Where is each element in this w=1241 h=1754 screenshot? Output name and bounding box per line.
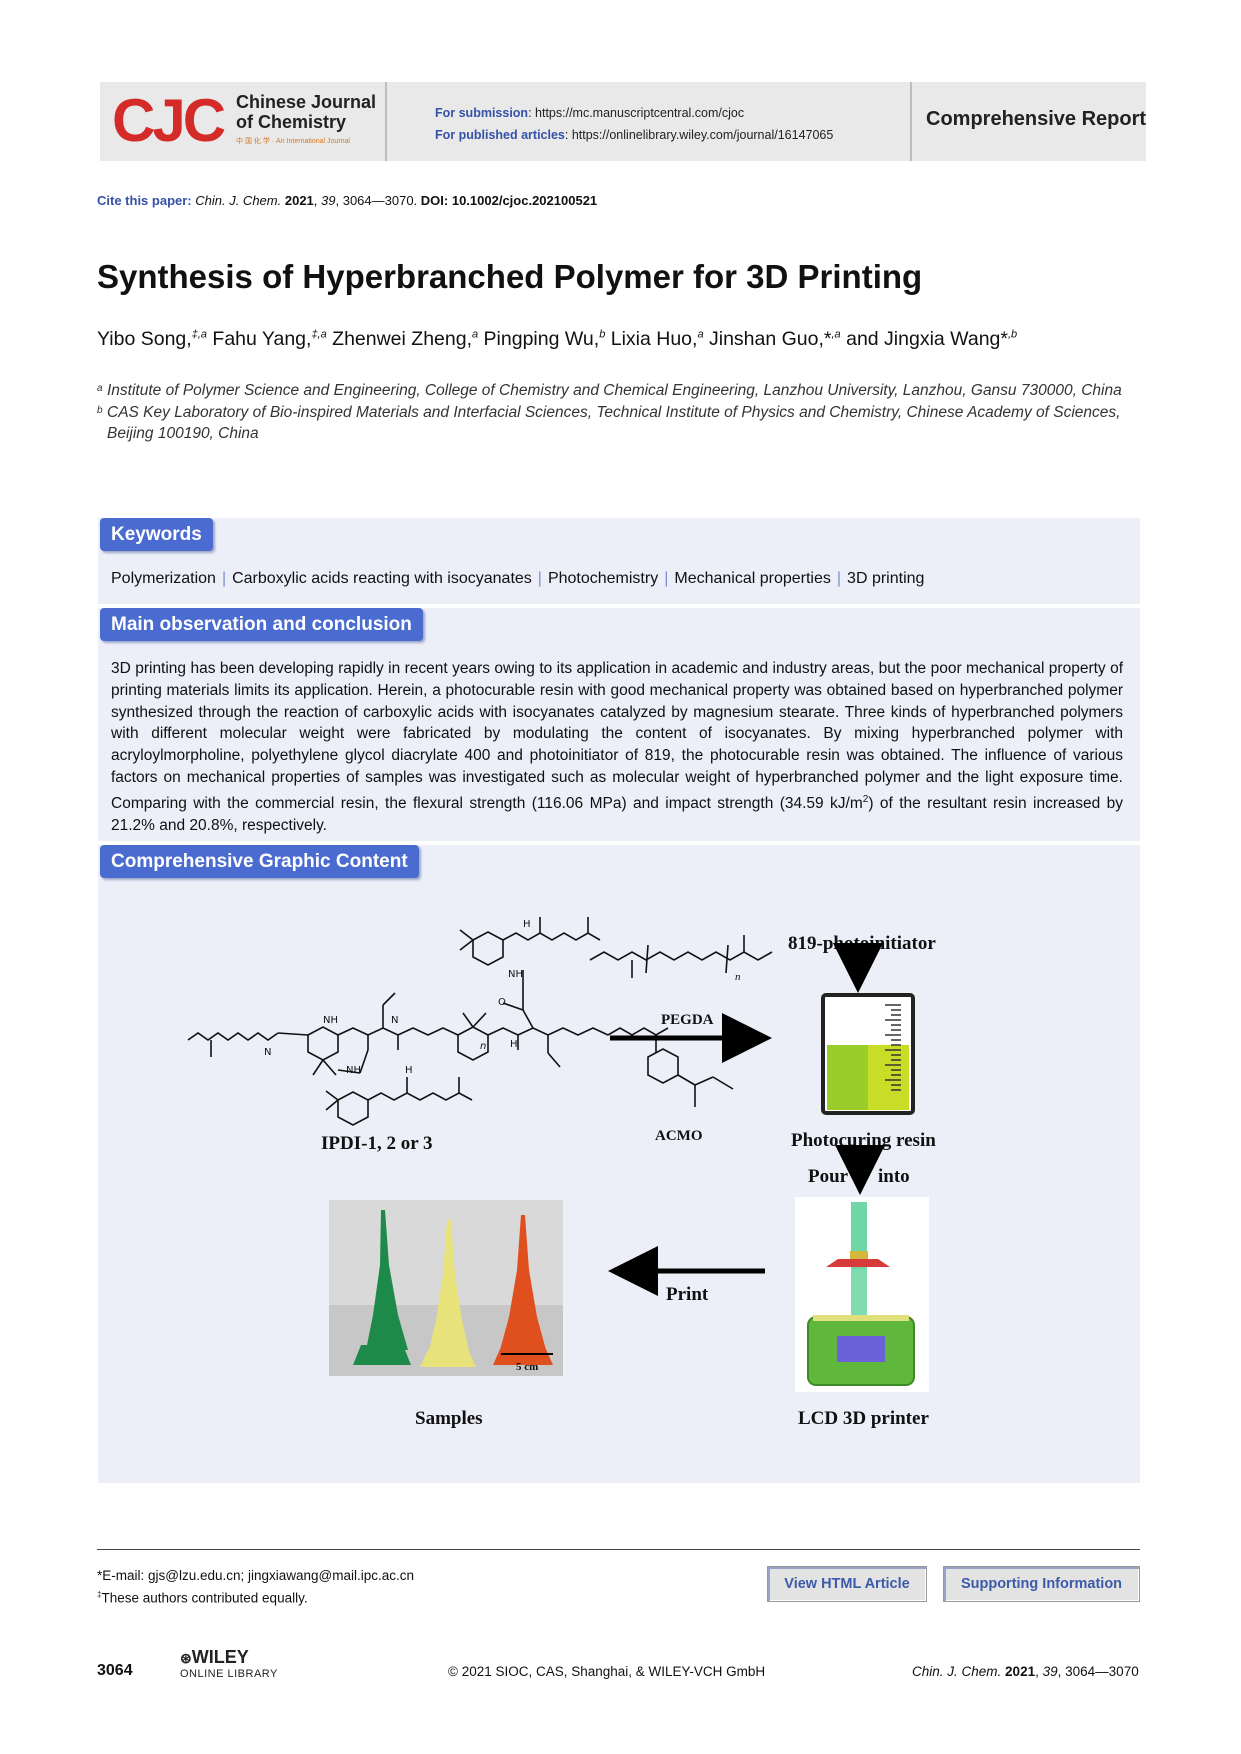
atom-label: NH bbox=[346, 1065, 361, 1076]
article-title: Synthesis of Hyperbranched Polymer for 3… bbox=[97, 258, 923, 295]
view-html-article-button[interactable]: View HTML Article bbox=[767, 1566, 927, 1602]
corresponding-email: *E-mail: gjs@lzu.edu.cn; jingxiawang@mai… bbox=[97, 1568, 415, 1583]
atom-label: H bbox=[405, 1065, 413, 1076]
graphic-panel: Comprehensive Graphic Content bbox=[98, 845, 1140, 1483]
green-tower bbox=[366, 1210, 408, 1350]
footnotes: *E-mail: gjs@lzu.edu.cn; jingxiawang@mai… bbox=[97, 1566, 414, 1608]
journal-links: For submission: https://mc.manuscriptcen… bbox=[435, 102, 833, 146]
pour-label: Pour bbox=[808, 1166, 849, 1187]
logo-mark: CJC bbox=[112, 87, 226, 154]
yellow-tower bbox=[428, 1220, 470, 1355]
footer-citation: Chin. J. Chem. 2021, 39, 3064—3070 bbox=[912, 1664, 1139, 1679]
main-observation-heading: Main observation and conclusion bbox=[100, 608, 423, 641]
keyword: Mechanical properties bbox=[674, 570, 831, 587]
abstract-text: 3D printing has been developing rapidly … bbox=[111, 660, 1123, 834]
published-link[interactable]: For published articles: https://onlineli… bbox=[435, 124, 833, 146]
cite-pages: , 3064—3070. bbox=[335, 193, 418, 208]
atom-label: N bbox=[391, 1015, 398, 1026]
submission-url[interactable]: : https://mc.manuscriptcentral.com/cjoc bbox=[528, 106, 745, 120]
citation-line: Cite this paper: Chin. J. Chem. 2021, 39… bbox=[97, 193, 598, 208]
author: Jinshan Guo,*,a bbox=[709, 328, 841, 350]
wiley-sub: ONLINE LIBRARY bbox=[180, 1668, 278, 1680]
cite-label: Cite this paper: bbox=[97, 193, 192, 208]
graphical-abstract: N NH N H O NH NH H H n IPDI-1, 2 or 3 n … bbox=[187, 917, 936, 1429]
main-observation-panel: Main observation and conclusion 3D print… bbox=[98, 608, 1140, 841]
page-number: 3064 bbox=[97, 1662, 133, 1679]
cite-year: 2021 bbox=[284, 193, 314, 208]
author: Yibo Song,‡,a bbox=[97, 328, 207, 350]
journal-logo: CJC Chinese Journal of Chemistry 中 国 化 学… bbox=[100, 82, 387, 161]
resin-label: Photocuring resin bbox=[791, 1130, 936, 1151]
atom-label: NH bbox=[323, 1015, 338, 1026]
acmo-label: ACMO bbox=[655, 1128, 703, 1144]
samples-photo: 5 cm bbox=[329, 1200, 563, 1376]
ipdi-label: IPDI-1, 2 or 3 bbox=[321, 1133, 433, 1154]
author: and Jingxia Wang*,b bbox=[846, 328, 1018, 350]
footer-rule bbox=[97, 1549, 1140, 1550]
repeat-unit-label: n bbox=[480, 1041, 486, 1052]
journal-name-line2: of Chemistry bbox=[236, 112, 347, 132]
pegda-label: PEGDA bbox=[661, 1012, 714, 1028]
journal-name-line1: Chinese Journal bbox=[236, 92, 377, 112]
wiley-logo: ⊛WILEY ONLINE LIBRARY bbox=[180, 1647, 278, 1680]
orange-tower bbox=[500, 1215, 546, 1350]
pegda-structure bbox=[589, 935, 773, 978]
journal-tagline: 中 国 化 学 · An International Journal bbox=[236, 138, 350, 145]
acmo-structure bbox=[647, 1048, 734, 1107]
published-label: For published articles bbox=[435, 128, 565, 142]
keyword-list: Polymerization|Carboxylic acids reacting… bbox=[111, 570, 925, 587]
scale-label: 5 cm bbox=[516, 1361, 538, 1373]
keyword: Polymerization bbox=[111, 570, 216, 587]
author-list: Yibo Song,‡,a Fahu Yang,‡,a Zhenwei Zhen… bbox=[97, 328, 1017, 351]
atom-label: O bbox=[498, 997, 506, 1008]
cite-volume: 39 bbox=[321, 193, 336, 208]
journal-header: CJC Chinese Journal of Chemistry 中 国 化 学… bbox=[100, 82, 1146, 161]
wiley-wordmark: ⊛WILEY bbox=[180, 1647, 249, 1667]
cite-doi[interactable]: DOI: 10.1002/cjoc.202100521 bbox=[420, 193, 598, 208]
report-type-box: Comprehensive Report bbox=[910, 82, 1148, 161]
print-label: Print bbox=[666, 1284, 709, 1305]
copyright: © 2021 SIOC, CAS, Shanghai, & WILEY-VCH … bbox=[448, 1664, 766, 1679]
keyword: Carboxylic acids reacting with isocyanat… bbox=[232, 570, 532, 587]
atom-label: N bbox=[264, 1047, 271, 1058]
wiley-emblem-icon: ⊛ bbox=[180, 1650, 192, 1666]
published-url[interactable]: : https://onlinelibrary.wiley.com/journa… bbox=[564, 128, 834, 142]
cite-journal: Chin. J. Chem. bbox=[195, 193, 282, 208]
author: Lixia Huo,a bbox=[610, 328, 704, 350]
pegda-repeat-n: n bbox=[735, 971, 741, 983]
photoinitiator-label: 819-photoinitiator bbox=[788, 933, 936, 954]
equal-contribution-note: ‡These authors contributed equally. bbox=[97, 1590, 308, 1606]
printer-label: LCD 3D printer bbox=[798, 1408, 929, 1429]
into-label: into bbox=[878, 1166, 910, 1187]
author: Fahu Yang,‡,a bbox=[212, 328, 327, 350]
atom-label: H bbox=[523, 919, 531, 930]
author: Zhenwei Zheng,a bbox=[332, 328, 479, 350]
keywords-panel: Keywords Polymerization|Carboxylic acids… bbox=[98, 518, 1140, 604]
supporting-information-button[interactable]: Supporting Information bbox=[943, 1566, 1140, 1602]
report-type: Comprehensive Report bbox=[926, 108, 1147, 130]
atom-label: H bbox=[510, 1039, 518, 1050]
author: Pingping Wu,b bbox=[483, 328, 606, 350]
lcd-printer-icon bbox=[795, 1197, 929, 1392]
submission-link[interactable]: For submission: https://mc.manuscriptcen… bbox=[435, 102, 833, 124]
samples-label: Samples bbox=[415, 1408, 483, 1429]
hyperbranched-polymer-structure bbox=[187, 917, 669, 1126]
keywords-heading: Keywords bbox=[100, 518, 213, 551]
graphic-heading: Comprehensive Graphic Content bbox=[100, 845, 419, 878]
atom-label: NH bbox=[508, 969, 523, 980]
keyword: Photochemistry bbox=[547, 570, 659, 587]
beaker-icon bbox=[821, 993, 915, 1115]
keyword: 3D printing bbox=[847, 570, 925, 587]
submission-label: For submission bbox=[435, 106, 529, 120]
